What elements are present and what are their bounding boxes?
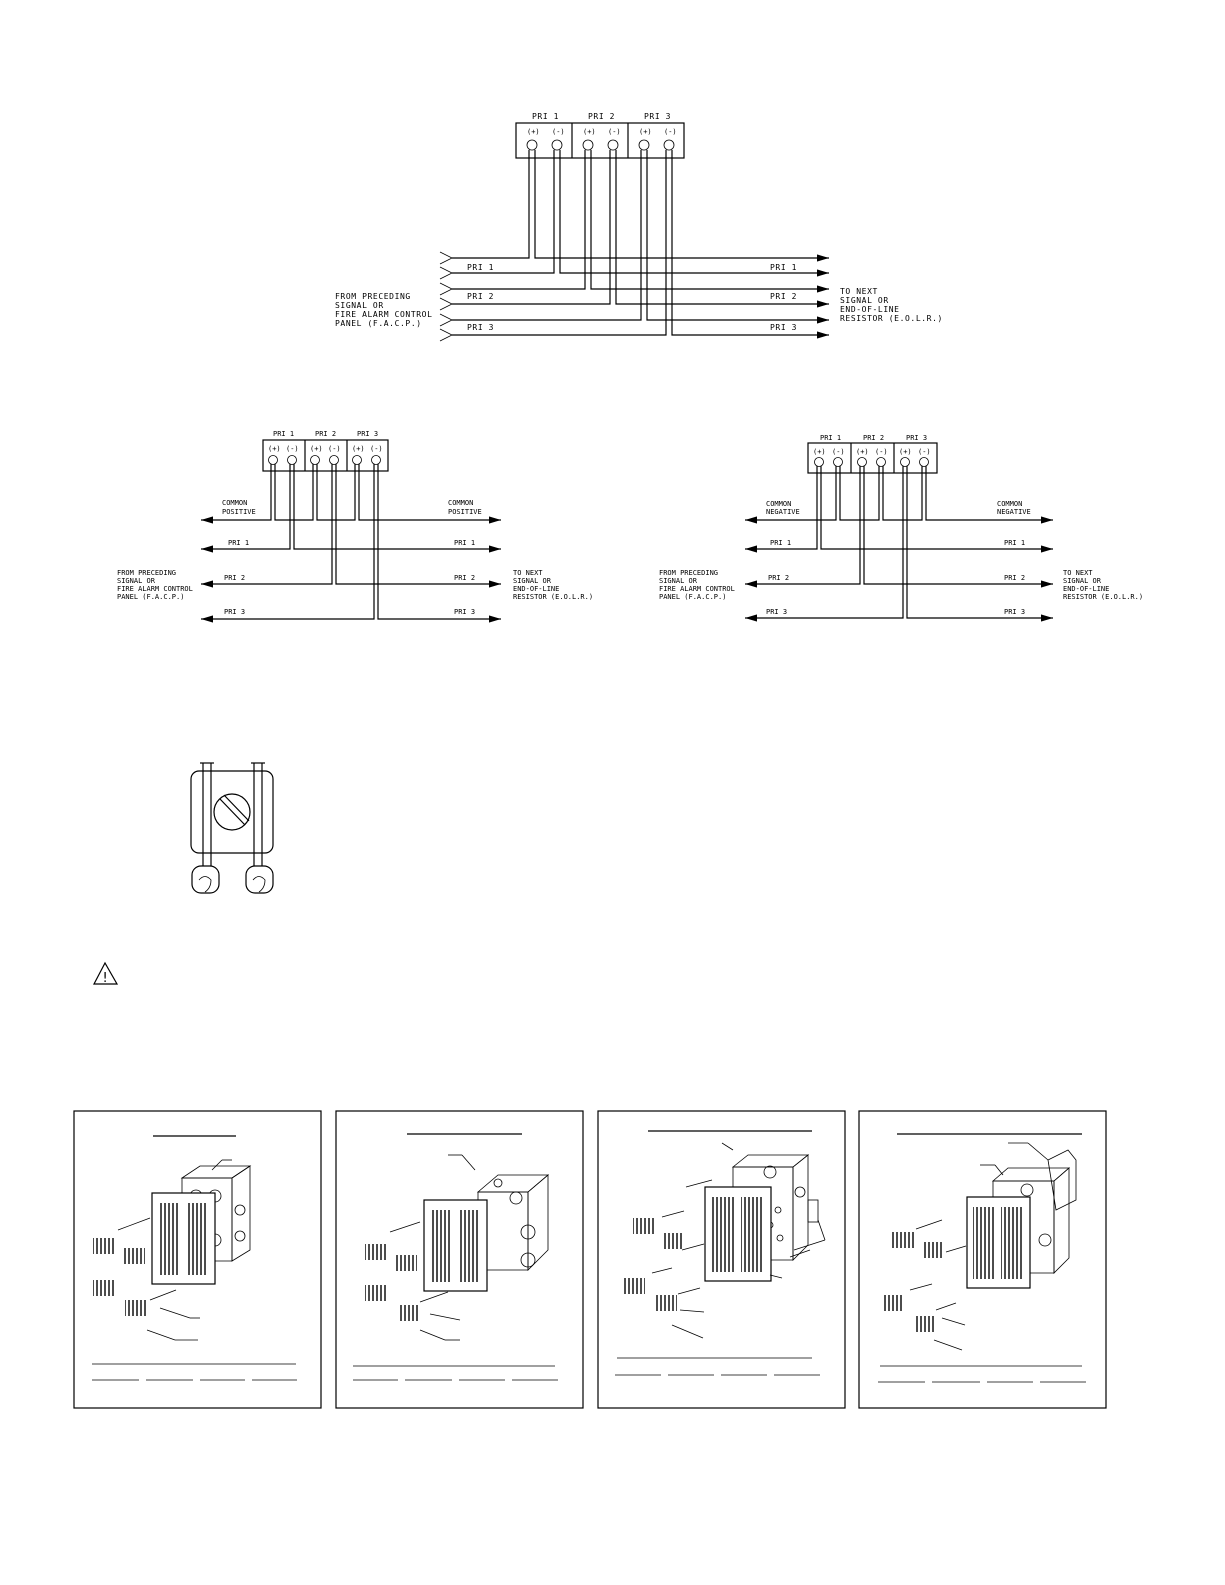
wire-label-right-pri2: PRI 2 xyxy=(770,292,797,301)
mounting-panel-4 xyxy=(858,1110,1107,1409)
wire-label-right-pri3: PRI 3 xyxy=(770,323,797,332)
polarity-3: (+) xyxy=(310,445,323,453)
from-text-3: FIRE ALARM CONTROL xyxy=(117,585,193,593)
to-text-2: SIGNAL OR xyxy=(513,577,552,585)
to-text-2: SIGNAL OR xyxy=(1063,577,1102,585)
polarity-5: (+) xyxy=(352,445,365,453)
to-text-1: TO NEXT xyxy=(513,569,543,577)
wire-label-left-pri3: PRI 3 xyxy=(766,608,787,616)
wire-label-right-pri1: PRI 1 xyxy=(1004,539,1025,547)
common-positive-wiring-diagram: PRI 1 PRI 2 PRI 3 (+) (-) (+) (-) (+) (-… xyxy=(117,430,593,623)
to-text-1: TO NEXT xyxy=(1063,569,1093,577)
polarity-4: (-) xyxy=(608,128,621,136)
from-text-1: FROM PRECEDING xyxy=(335,292,411,301)
wire-label-left-pri2: PRI 2 xyxy=(224,574,245,582)
common-negative-wiring-diagram: PRI 1 PRI 2 PRI 3 (+) (-) (+) (-) (+) (-… xyxy=(659,434,1143,622)
terminal-label-pri2: PRI 2 xyxy=(863,434,884,442)
to-text-3: END-OF-LINE xyxy=(1063,585,1109,593)
common-left-1: COMMON xyxy=(766,500,791,508)
polarity-4: (-) xyxy=(875,448,888,456)
to-text-4: RESISTOR (E.O.L.R.) xyxy=(513,593,593,601)
wire-label-right-pri1: PRI 1 xyxy=(454,539,475,547)
to-text-2: SIGNAL OR xyxy=(840,296,889,305)
from-text-4: PANEL (F.A.C.P.) xyxy=(659,593,726,601)
polarity-6: (-) xyxy=(918,448,931,456)
wire-label-right-pri3: PRI 3 xyxy=(454,608,475,616)
from-text-4: PANEL (F.A.C.P.) xyxy=(117,593,184,601)
from-text-3: FIRE ALARM CONTROL xyxy=(659,585,735,593)
polarity-2: (-) xyxy=(286,445,299,453)
wire-label-left-pri1: PRI 1 xyxy=(467,263,494,272)
terminal-label-pri2: PRI 2 xyxy=(315,430,336,438)
common-right-1: COMMON xyxy=(997,500,1022,508)
common-right-2: POSITIVE xyxy=(448,508,482,516)
polarity-3: (+) xyxy=(583,128,596,136)
polarity-1: (+) xyxy=(268,445,281,453)
polarity-2: (-) xyxy=(552,128,565,136)
from-text-2: SIGNAL OR xyxy=(335,301,384,310)
polarity-6: (-) xyxy=(664,128,677,136)
polarity-2: (-) xyxy=(832,448,845,456)
from-text-1: FROM PRECEDING xyxy=(117,569,176,577)
wire-label-right-pri2: PRI 2 xyxy=(454,574,475,582)
from-text-2: SIGNAL OR xyxy=(659,577,698,585)
polarity-5: (+) xyxy=(639,128,652,136)
wire-label-left-pri2: PRI 2 xyxy=(467,292,494,301)
wire-label-left-pri1: PRI 1 xyxy=(770,539,791,547)
to-text-1: TO NEXT xyxy=(840,287,878,296)
terminal-label-pri1: PRI 1 xyxy=(532,112,559,121)
wire-label-right-pri3: PRI 3 xyxy=(1004,608,1025,616)
terminal-label-pri3: PRI 3 xyxy=(906,434,927,442)
to-text-4: RESISTOR (E.O.L.R.) xyxy=(1063,593,1143,601)
wire-label-right-pri1: PRI 1 xyxy=(770,263,797,272)
wire-label-left-pri3: PRI 3 xyxy=(467,323,494,332)
top-wiring-diagram: PRI 1 PRI 2 PRI 3 (+) (-) (+) (-) (+) (-… xyxy=(335,112,943,342)
terminal-label-pri3: PRI 3 xyxy=(357,430,378,438)
polarity-1: (+) xyxy=(813,448,826,456)
wire-label-right-pri2: PRI 2 xyxy=(1004,574,1025,582)
from-text-4: PANEL (F.A.C.P.) xyxy=(335,319,422,328)
common-right-2: NEGATIVE xyxy=(997,508,1031,516)
terminal-label-pri1: PRI 1 xyxy=(273,430,294,438)
terminal-label-pri3: PRI 3 xyxy=(644,112,671,121)
common-left-1: COMMON xyxy=(222,499,247,507)
common-right-1: COMMON xyxy=(448,499,473,507)
polarity-5: (+) xyxy=(899,448,912,456)
wire-label-left-pri3: PRI 3 xyxy=(224,608,245,616)
terminal-label-pri1: PRI 1 xyxy=(820,434,841,442)
from-text-3: FIRE ALARM CONTROL xyxy=(335,310,433,319)
polarity-1: (+) xyxy=(527,128,540,136)
warning-icon: ! xyxy=(93,961,119,986)
terminal-label-pri2: PRI 2 xyxy=(588,112,615,121)
warning-symbol: ! xyxy=(103,971,108,986)
polarity-3: (+) xyxy=(856,448,869,456)
from-text-2: SIGNAL OR xyxy=(117,577,156,585)
to-text-3: END-OF-LINE xyxy=(513,585,559,593)
common-left-2: NEGATIVE xyxy=(766,508,800,516)
common-left-2: POSITIVE xyxy=(222,508,256,516)
wire-label-left-pri2: PRI 2 xyxy=(768,574,789,582)
mounting-panel-2 xyxy=(335,1110,584,1409)
polarity-6: (-) xyxy=(370,445,383,453)
mounting-panel-3 xyxy=(597,1110,846,1409)
mounting-panel-1 xyxy=(73,1110,322,1409)
from-text-1: FROM PRECEDING xyxy=(659,569,718,577)
wire-label-left-pri1: PRI 1 xyxy=(228,539,249,547)
mounting-panels xyxy=(73,1110,1107,1409)
to-text-3: END-OF-LINE xyxy=(840,305,900,314)
terminal-screw-detail xyxy=(190,762,274,894)
terminal-block xyxy=(515,122,685,159)
to-text-4: RESISTOR (E.O.L.R.) xyxy=(840,314,943,323)
polarity-4: (-) xyxy=(328,445,341,453)
